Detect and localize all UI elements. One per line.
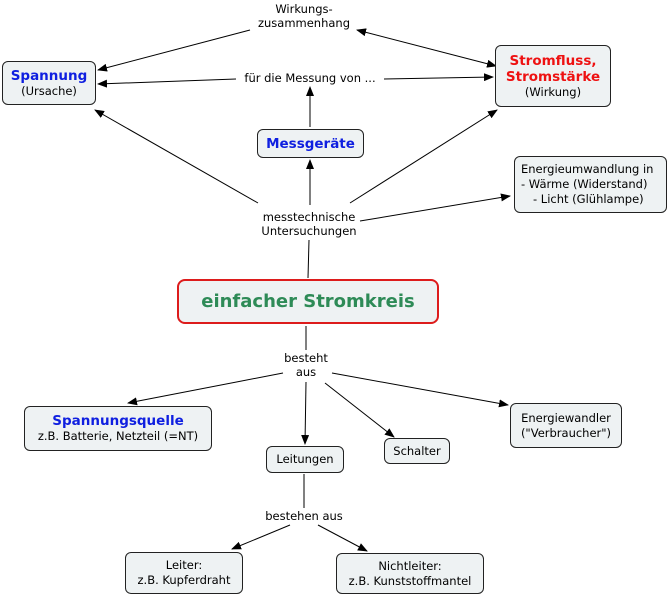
node-stromfluss-title-1: Stromfluss, xyxy=(509,52,597,69)
node-schalter[interactable]: Schalter xyxy=(384,438,450,464)
node-leiter[interactable]: Leiter: z.B. Kupferdraht xyxy=(125,552,243,594)
link-besteht-energiewandler xyxy=(331,372,509,408)
node-spannungsquelle-sub: z.B. Batterie, Netzteil (=NT) xyxy=(37,429,199,443)
link-wirkung-spannung xyxy=(97,29,251,72)
node-leitungen[interactable]: Leitungen xyxy=(266,446,344,473)
node-nichtleiter-line-2: z.B. Kunststoffmantel xyxy=(348,573,472,588)
label-besteht-aus-line-1: besteht xyxy=(284,351,328,365)
link-stromkreis-untersuchungen xyxy=(307,239,310,279)
link-bestehen-nichtleiter xyxy=(317,524,368,552)
label-besteht-aus-line-2: aus xyxy=(295,365,317,379)
link-wirkung-stromfluss xyxy=(356,28,497,68)
node-spannungsquelle-title: Spannungsquelle xyxy=(52,413,184,429)
label-untersuchungen-line-1: messtechnische xyxy=(262,210,356,224)
label-wirkungszusammenhang-line-1: Wirkungs- xyxy=(275,2,333,16)
link-besteht-schalter xyxy=(324,382,395,438)
node-energieumwandlung-line-2: - Wärme (Widerstand) xyxy=(521,177,648,191)
node-nichtleiter-line-1: Nichtleiter: xyxy=(378,558,442,573)
node-stromfluss-title-2: Stromstärke xyxy=(505,68,601,85)
label-messung: für die Messung von ... xyxy=(244,71,376,85)
node-energieumwandlung[interactable]: Energieumwandlung in - Wärme (Widerstand… xyxy=(514,156,667,213)
link-messung-stromfluss xyxy=(383,73,494,82)
node-spannung-title: Spannung xyxy=(10,67,88,84)
node-leiter-line-1: Leiter: xyxy=(165,558,203,572)
link-bestehen-leiter xyxy=(231,524,291,550)
label-wirkungszusammenhang: Wirkungs- zusammenhang xyxy=(257,2,351,30)
label-untersuchungen: messtechnische Untersuchungen xyxy=(261,210,357,238)
link-untersuchungen-spannung xyxy=(94,109,259,204)
node-messgeraete[interactable]: Messgeräte xyxy=(257,129,364,158)
node-spannungsquelle[interactable]: Spannungsquelle z.B. Batterie, Netzteil … xyxy=(24,406,212,451)
link-besteht-spannungsquelle xyxy=(127,372,284,406)
node-leitungen-title: Leitungen xyxy=(276,452,334,466)
node-energiewandler-line-2: ("Verbraucher") xyxy=(520,425,612,440)
node-spannung-sub: (Ursache) xyxy=(21,83,77,98)
node-einfacher-stromkreis[interactable]: einfacher Stromkreis xyxy=(177,279,439,324)
node-nichtleiter[interactable]: Nichtleiter: z.B. Kunststoffmantel xyxy=(336,553,484,594)
node-stromfluss[interactable]: Stromfluss, Stromstärke (Wirkung) xyxy=(495,45,611,107)
node-stromfluss-sub: (Wirkung) xyxy=(524,84,582,99)
node-energiewandler[interactable]: Energiewandler ("Verbraucher") xyxy=(510,403,622,448)
link-besteht-leitungen xyxy=(301,381,310,445)
node-spannung[interactable]: Spannung (Ursache) xyxy=(2,61,96,105)
node-messgeraete-title: Messgeräte xyxy=(266,135,355,152)
node-einfacher-stromkreis-title: einfacher Stromkreis xyxy=(201,290,415,312)
label-bestehen-aus: bestehen aus xyxy=(265,509,343,523)
link-messung-spannung xyxy=(97,78,237,88)
label-besteht-aus: besteht aus xyxy=(284,351,328,379)
node-leiter-line-2: z.B. Kupferdraht xyxy=(137,573,231,587)
node-energieumwandlung-line-3: - Licht (Glühlampe) xyxy=(533,192,644,206)
node-energieumwandlung-line-1: Energieumwandlung in xyxy=(521,162,654,176)
node-energiewandler-line-1: Energiewandler xyxy=(521,410,611,425)
label-untersuchungen-line-2: Untersuchungen xyxy=(261,224,357,238)
node-schalter-title: Schalter xyxy=(393,443,441,458)
link-untersuchungen-energie xyxy=(359,193,511,222)
label-wirkungszusammenhang-line-2: zusammenhang xyxy=(257,16,351,30)
link-untersuchungen-stromfluss xyxy=(349,109,498,204)
